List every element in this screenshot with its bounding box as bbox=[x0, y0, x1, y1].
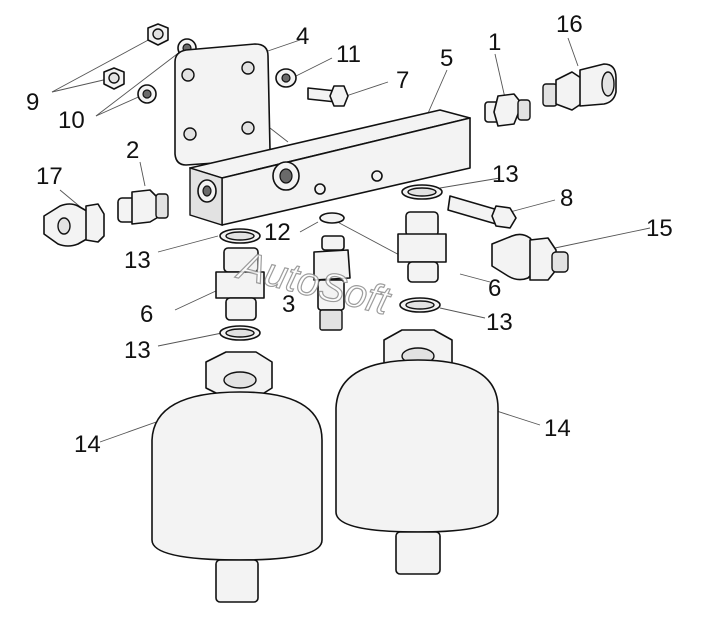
fitting-17 bbox=[43, 203, 105, 247]
callout-13-left-bottom: 13 bbox=[124, 337, 151, 364]
o-ring-13-right-bottom bbox=[399, 297, 441, 313]
callout-14-right: 14 bbox=[544, 415, 571, 442]
callout-14-left: 14 bbox=[74, 431, 101, 458]
callout-5: 5 bbox=[440, 45, 453, 72]
callout-13-right-top: 13 bbox=[492, 161, 519, 188]
callout-16: 16 bbox=[556, 11, 583, 38]
fitting-2 bbox=[117, 189, 169, 225]
washer-10-bottom bbox=[137, 84, 157, 104]
nut-9-bottom bbox=[103, 67, 125, 90]
fitting-1 bbox=[484, 93, 531, 127]
callout-6-right: 6 bbox=[488, 275, 501, 302]
o-ring-13-left-bottom bbox=[219, 325, 261, 341]
fitting-15 bbox=[491, 233, 569, 281]
callout-17: 17 bbox=[36, 163, 63, 190]
accumulator-14-left bbox=[151, 351, 323, 603]
callout-3: 3 bbox=[282, 291, 295, 318]
callout-2: 2 bbox=[126, 137, 139, 164]
adapter-6-right bbox=[397, 211, 447, 283]
sensor-3 bbox=[313, 235, 351, 331]
callout-1: 1 bbox=[488, 29, 501, 56]
callout-6-left: 6 bbox=[140, 301, 153, 328]
adapter-6-left bbox=[215, 247, 265, 321]
callout-labels: 1 2 3 4 5 6 6 7 8 9 10 11 12 13 13 13 13… bbox=[26, 11, 673, 458]
accumulator-14-right bbox=[335, 329, 499, 575]
callout-11: 11 bbox=[336, 41, 361, 68]
callout-4: 4 bbox=[296, 23, 309, 50]
mounting-plate-4 bbox=[174, 43, 271, 166]
washer-11 bbox=[275, 68, 297, 88]
seal-12 bbox=[319, 212, 345, 224]
callout-9: 9 bbox=[26, 89, 39, 116]
callout-15: 15 bbox=[646, 215, 673, 242]
bolt-8 bbox=[447, 195, 517, 229]
o-ring-13-left-top bbox=[219, 228, 261, 244]
callout-10: 10 bbox=[58, 107, 85, 134]
o-ring-13-right-top bbox=[401, 184, 443, 200]
callout-7: 7 bbox=[396, 67, 409, 94]
callout-13-right-bottom: 13 bbox=[486, 309, 513, 336]
manifold-block-5 bbox=[189, 109, 471, 226]
callout-12: 12 bbox=[264, 219, 291, 246]
bolt-7 bbox=[307, 85, 349, 107]
callout-13-left-top: 13 bbox=[124, 247, 151, 274]
callout-8: 8 bbox=[560, 185, 573, 212]
nut-9-top bbox=[147, 23, 169, 46]
fitting-16 bbox=[542, 63, 617, 111]
